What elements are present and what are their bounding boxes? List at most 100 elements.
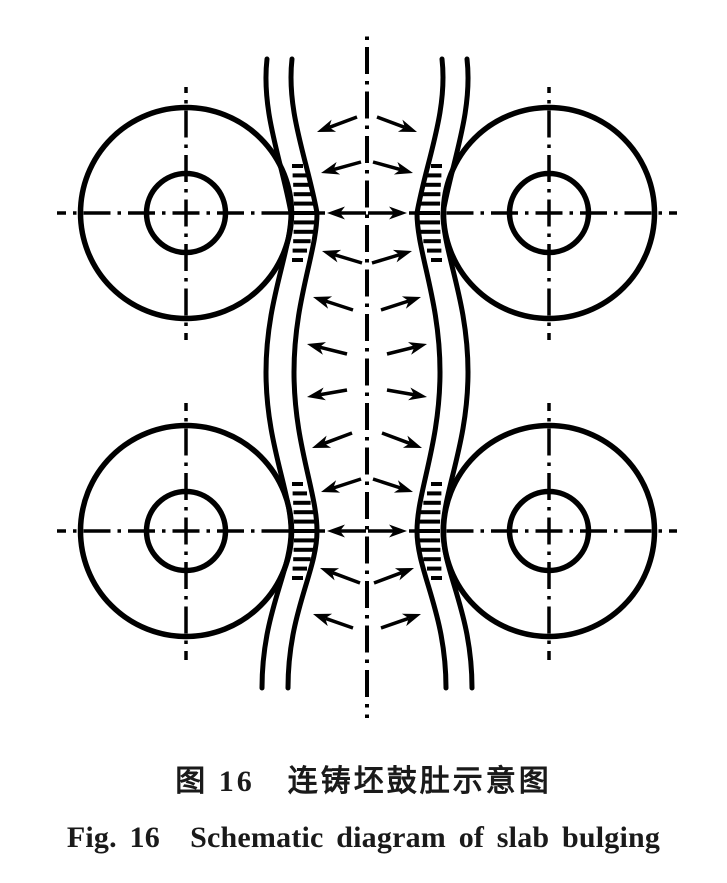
hatch-tick bbox=[293, 192, 314, 197]
arrow-shaft bbox=[372, 160, 401, 172]
arrow-shaft bbox=[324, 299, 354, 312]
pressure-arrow-pair bbox=[327, 206, 407, 220]
arrow-head bbox=[393, 480, 413, 493]
hatch-tick bbox=[418, 201, 441, 206]
hatch-tick bbox=[431, 164, 442, 168]
arrow-head bbox=[389, 206, 407, 220]
arrow-head bbox=[393, 162, 413, 175]
contact-hatch-band bbox=[292, 164, 316, 262]
arrow-shaft bbox=[376, 115, 406, 130]
hatch-tick bbox=[418, 220, 441, 225]
pressure-arrow-pair bbox=[327, 524, 407, 538]
hatch-tick bbox=[292, 258, 303, 262]
arrow-head bbox=[327, 206, 345, 220]
figure-caption-en: Fig. 16 Schematic diagram of slab bulgin… bbox=[66, 821, 661, 854]
roller-shaft-circle bbox=[143, 170, 229, 256]
arrow-shaft bbox=[373, 570, 403, 585]
hatch-tick bbox=[423, 182, 441, 187]
contact-hatch-band bbox=[418, 164, 442, 262]
arrow-head bbox=[312, 435, 332, 448]
hatch-tick bbox=[423, 500, 441, 505]
hatch-tick bbox=[292, 482, 303, 486]
hatch-tick bbox=[292, 491, 308, 496]
slab-wall-right-outer bbox=[440, 56, 475, 691]
pressure-arrow-pair bbox=[320, 568, 414, 585]
hatch-tick bbox=[292, 164, 303, 168]
hatch-tick bbox=[431, 482, 442, 486]
roller-shaft-circle bbox=[506, 170, 592, 256]
hatch-tick bbox=[292, 248, 308, 253]
arrow-shaft bbox=[333, 160, 362, 172]
roller-bottom-left bbox=[57, 403, 325, 660]
figure-caption-zh: 图 16 连铸坯鼓肚示意图 bbox=[175, 765, 552, 798]
pressure-arrow-pair bbox=[322, 249, 412, 265]
hatch-tick bbox=[292, 566, 308, 571]
arrow-head bbox=[397, 119, 417, 132]
arrow-shaft bbox=[323, 431, 353, 446]
hatch-tick bbox=[426, 173, 442, 178]
pressure-arrow-pair bbox=[321, 477, 413, 493]
roller-bottom-right bbox=[409, 403, 677, 660]
arrow-head bbox=[321, 162, 341, 175]
arrow-shaft bbox=[372, 477, 402, 490]
pressure-arrow-pair bbox=[307, 342, 427, 356]
arrow-head bbox=[408, 387, 427, 401]
hatch-tick bbox=[293, 182, 311, 187]
hatch-tick bbox=[418, 529, 440, 533]
hatch-tick bbox=[420, 229, 441, 234]
hatch-tick bbox=[423, 557, 441, 562]
hatch-tick bbox=[293, 557, 311, 562]
hatch-tick bbox=[293, 500, 311, 505]
arrow-shaft bbox=[328, 115, 358, 130]
arrow-shaft bbox=[380, 616, 410, 630]
hatch-tick bbox=[294, 211, 316, 215]
hatch-tick bbox=[420, 547, 441, 552]
roller-top-right bbox=[409, 87, 677, 340]
roller-shaft-circle bbox=[506, 488, 592, 574]
arrow-shaft bbox=[381, 431, 411, 446]
arrow-head bbox=[392, 249, 412, 263]
roller-shaft-circle bbox=[143, 488, 229, 574]
arrow-head bbox=[317, 119, 337, 132]
arrow-shaft bbox=[324, 616, 354, 630]
arrow-head bbox=[307, 387, 326, 401]
hatch-tick bbox=[426, 491, 442, 496]
hatch-tick bbox=[293, 538, 316, 543]
hatch-tick bbox=[293, 239, 311, 244]
hatch-tick bbox=[423, 239, 441, 244]
arrow-head bbox=[313, 296, 333, 309]
slab-wall-left-inner bbox=[285, 56, 320, 691]
hatch-tick bbox=[293, 519, 316, 524]
arrow-head bbox=[313, 613, 333, 627]
hatch-tick bbox=[418, 538, 441, 543]
hatch-tick bbox=[293, 510, 314, 515]
hatch-tick bbox=[292, 576, 303, 580]
arrow-head bbox=[320, 568, 340, 581]
slab-wall-right-inner bbox=[414, 56, 449, 691]
arrow-shaft bbox=[331, 570, 361, 585]
hatch-tick bbox=[431, 576, 442, 580]
arrow-shaft bbox=[319, 345, 348, 356]
pressure-arrows bbox=[307, 115, 427, 630]
arrow-shaft bbox=[386, 388, 415, 397]
hatch-tick bbox=[293, 547, 314, 552]
pressure-arrow-pair bbox=[313, 296, 421, 312]
pressure-arrow-pair bbox=[312, 431, 422, 448]
hatch-tick bbox=[294, 529, 316, 533]
slab-bulging-diagram bbox=[57, 36, 677, 718]
arrow-shaft bbox=[333, 253, 363, 265]
arrow-head bbox=[389, 524, 407, 538]
hatch-tick bbox=[418, 519, 441, 524]
arrow-head bbox=[321, 480, 341, 493]
arrow-shaft bbox=[386, 345, 415, 356]
hatch-tick bbox=[426, 248, 442, 253]
contact-hatch-band bbox=[292, 482, 316, 580]
arrow-head bbox=[327, 524, 345, 538]
arrow-head bbox=[307, 342, 326, 355]
roller-top-left bbox=[57, 87, 325, 340]
arrow-head bbox=[408, 342, 427, 355]
arrow-head bbox=[401, 296, 421, 309]
hatch-tick bbox=[418, 211, 440, 215]
hatch-tick bbox=[293, 201, 316, 206]
